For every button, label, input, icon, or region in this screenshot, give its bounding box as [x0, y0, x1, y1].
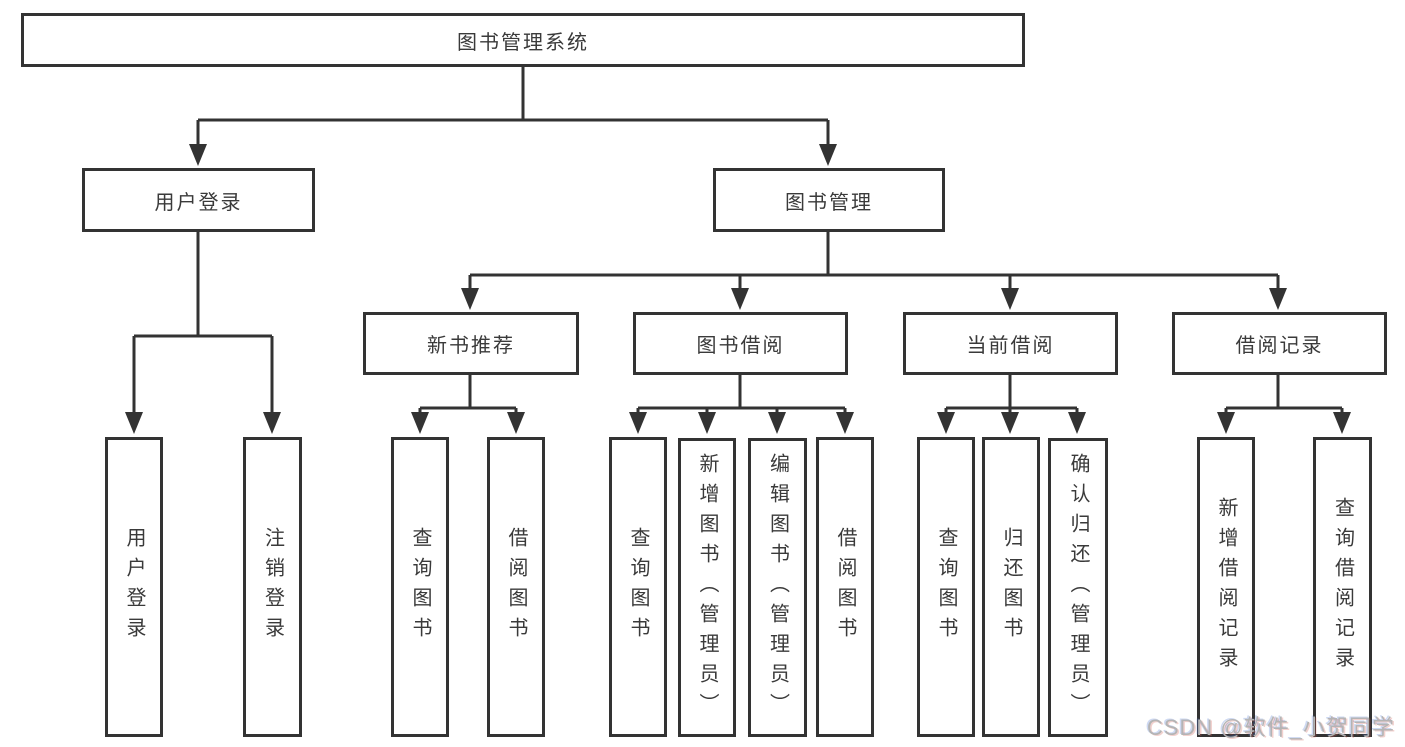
- leaf-user-login: 用户登录: [105, 437, 163, 737]
- arrowhead-icon: [461, 288, 479, 310]
- leaf-borrow-edit-admin: 编辑图书（管理员）: [748, 438, 807, 737]
- leaf-borrow-query-label: 查询图书: [627, 527, 649, 647]
- node-borrow-records: 借阅记录: [1172, 312, 1387, 375]
- leaf-logout: 注销登录: [243, 437, 302, 737]
- arrowhead-icon: [698, 412, 716, 434]
- connector-new-book-to-leaves: [411, 375, 525, 434]
- leaf-records-query: 查询借阅记录: [1313, 437, 1372, 737]
- leaf-borrow-add-admin-label: 新增图书（管理员）: [696, 452, 718, 723]
- node-library-system: 图书管理系统: [21, 13, 1025, 67]
- arrowhead-icon: [507, 412, 525, 434]
- leaf-current-return-label: 归还图书: [1000, 527, 1022, 647]
- leaf-records-query-label: 查询借阅记录: [1331, 497, 1354, 677]
- leaf-current-confirm-return-admin: 确认归还（管理员）: [1048, 438, 1108, 737]
- leaf-new-book-borrow-label: 借阅图书: [505, 527, 527, 647]
- node-current-borrow-label: 当前借阅: [966, 335, 1055, 357]
- arrowhead-icon: [1333, 412, 1351, 434]
- arrowhead-icon: [125, 412, 143, 434]
- node-user-login: 用户登录: [82, 168, 315, 232]
- leaf-borrow-borrow: 借阅图书: [816, 437, 874, 737]
- arrowhead-icon: [819, 144, 837, 166]
- node-library-system-label: 图书管理系统: [457, 31, 589, 54]
- leaf-current-confirm-return-admin-label: 确认归还（管理员）: [1067, 452, 1089, 723]
- arrowhead-icon: [937, 412, 955, 434]
- connector-book-borrow-to-leaves: [629, 375, 854, 434]
- leaf-records-add: 新增借阅记录: [1197, 437, 1255, 737]
- connector-current-borrow-to-leaves: [937, 375, 1086, 434]
- arrowhead-icon: [629, 412, 647, 434]
- node-book-management: 图书管理: [713, 168, 945, 232]
- arrowhead-icon: [1001, 288, 1019, 310]
- connector-user-login-to-leaves: [125, 232, 281, 434]
- connector-borrow-records-to-leaves: [1217, 375, 1351, 434]
- connector-root-to-level2: [189, 67, 837, 166]
- leaf-current-return: 归还图书: [982, 437, 1040, 737]
- arrowhead-icon: [836, 412, 854, 434]
- leaf-new-book-borrow: 借阅图书: [487, 437, 545, 737]
- node-book-borrow: 图书借阅: [633, 312, 848, 375]
- node-book-borrow-label: 图书借阅: [696, 335, 785, 357]
- leaf-borrow-borrow-label: 借阅图书: [834, 527, 856, 647]
- csdn-watermark: CSDN @软件_小贺同学: [1146, 715, 1395, 740]
- arrowhead-icon: [768, 412, 786, 434]
- leaf-new-book-query-label: 查询图书: [409, 527, 431, 647]
- leaf-borrow-add-admin: 新增图书（管理员）: [678, 438, 736, 737]
- arrowhead-icon: [1269, 288, 1287, 310]
- arrowhead-icon: [1068, 412, 1086, 434]
- leaf-new-book-query: 查询图书: [391, 437, 449, 737]
- connector-book-management-to-level3: [461, 232, 1287, 310]
- leaf-borrow-edit-admin-label: 编辑图书（管理员）: [766, 452, 789, 723]
- node-new-book-recommend: 新书推荐: [363, 312, 579, 375]
- node-borrow-records-label: 借阅记录: [1235, 335, 1324, 357]
- leaf-logout-label: 注销登录: [261, 527, 284, 647]
- arrowhead-icon: [731, 288, 749, 310]
- leaf-current-query: 查询图书: [917, 437, 975, 737]
- leaf-records-add-label: 新增借阅记录: [1215, 497, 1237, 677]
- leaf-borrow-query: 查询图书: [609, 437, 667, 737]
- arrowhead-icon: [1001, 412, 1019, 434]
- node-current-borrow: 当前借阅: [903, 312, 1118, 375]
- node-new-book-recommend-label: 新书推荐: [427, 335, 515, 357]
- arrowhead-icon: [189, 144, 207, 166]
- arrowhead-icon: [263, 412, 281, 434]
- node-book-management-label: 图书管理: [785, 191, 873, 214]
- arrowhead-icon: [411, 412, 429, 434]
- leaf-current-query-label: 查询图书: [935, 527, 957, 647]
- node-user-login-label: 用户登录: [154, 191, 243, 214]
- leaf-user-login-label: 用户登录: [123, 527, 145, 647]
- arrowhead-icon: [1217, 412, 1235, 434]
